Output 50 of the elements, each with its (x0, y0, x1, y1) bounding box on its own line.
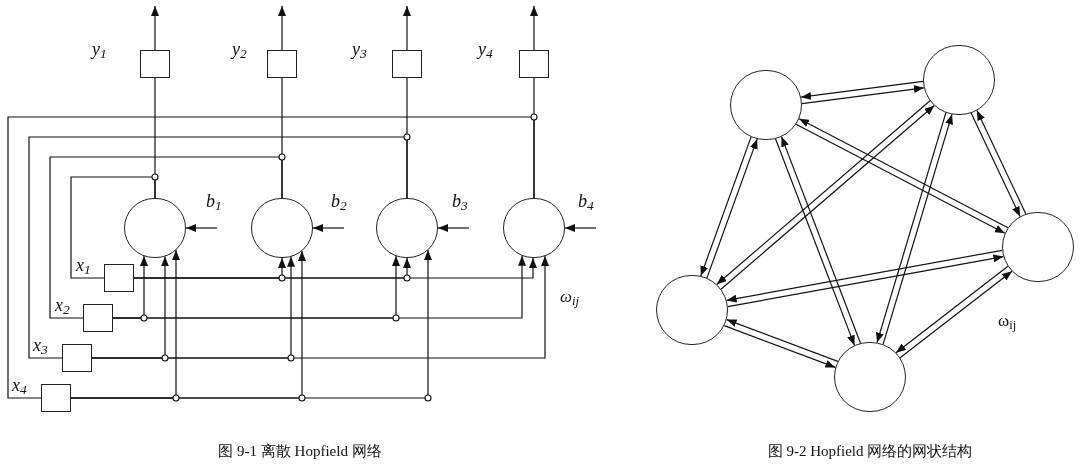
arrow (133, 257, 537, 279)
input-box (104, 264, 134, 292)
variable-label: y$_{1}$ (92, 40, 107, 58)
connector-line (70, 176, 156, 279)
variable-label: y$_{2}$ (232, 40, 247, 58)
arrow (530, 5, 538, 51)
arrow (403, 5, 411, 51)
connector-line (28, 136, 408, 359)
variable-label: b$_{1}$ (206, 192, 222, 210)
input-box (62, 344, 92, 372)
arrow (112, 255, 526, 319)
variable-label: b$_{2}$ (331, 192, 347, 210)
arrow (151, 5, 159, 51)
connector-line (49, 156, 283, 319)
variable-label: x$_{1}$ (76, 256, 91, 274)
arrow (312, 224, 345, 232)
output-box (267, 50, 297, 78)
arrow (185, 224, 218, 232)
arrow (876, 112, 947, 344)
variable-label: x$_{4}$ (12, 376, 27, 394)
figure-caption: 图 9-1 离散 Hopfield 网络 (218, 444, 382, 459)
variable-label: b$_{3}$ (452, 192, 468, 210)
arrow (800, 80, 924, 100)
arrow (278, 5, 286, 51)
output-box (519, 50, 549, 78)
arrow (437, 224, 470, 232)
arrow (976, 109, 1027, 215)
arrow (723, 325, 836, 368)
arrow (726, 319, 839, 362)
arrow (774, 138, 856, 346)
figure-caption: 图 9-2 Hopfield 网络的网状结构 (767, 444, 973, 459)
connector-line (7, 116, 535, 399)
input-box (41, 384, 71, 412)
arrow (564, 224, 597, 232)
variable-label: b$_{4}$ (578, 192, 594, 210)
variable-label: x$_{3}$ (33, 336, 48, 354)
arrow (91, 255, 549, 359)
variable-label: x$_{2}$ (55, 296, 70, 314)
output-box (392, 50, 422, 78)
variable-label: y$_{3}$ (352, 40, 367, 58)
arrow (700, 136, 752, 277)
input-box (83, 304, 113, 332)
arrow (706, 138, 758, 279)
arrow (801, 85, 925, 105)
arrow (780, 136, 862, 344)
variable-label: y$_{4}$ (478, 40, 493, 58)
arrow (970, 112, 1021, 218)
arrow (70, 249, 432, 399)
output-box (140, 50, 170, 78)
arrow (882, 113, 953, 345)
